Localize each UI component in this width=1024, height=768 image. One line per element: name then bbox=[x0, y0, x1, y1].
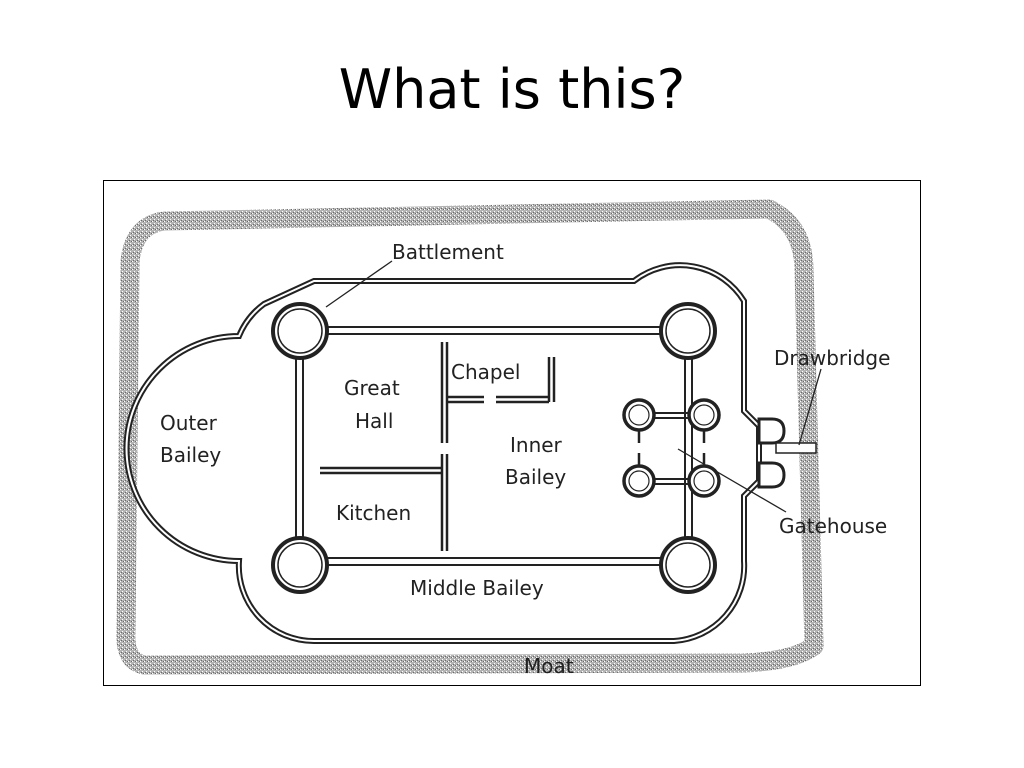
gatehouse bbox=[622, 398, 721, 498]
label-middle-bailey: Middle Bailey bbox=[410, 576, 544, 600]
castle-diagram: Battlement Chapel Great Hall Outer Baile… bbox=[103, 180, 921, 686]
slide-title: What is this? bbox=[338, 58, 686, 121]
castle-plan-svg: Battlement Chapel Great Hall Outer Baile… bbox=[116, 199, 890, 678]
label-battlement: Battlement bbox=[392, 240, 504, 264]
drawbridge-structure bbox=[757, 417, 817, 489]
label-gatehouse: Gatehouse bbox=[779, 514, 887, 538]
label-great-hall-line2: Hall bbox=[355, 409, 393, 433]
inner-curtain-wall bbox=[295, 326, 693, 566]
moat-ring bbox=[116, 199, 824, 675]
corner-towers bbox=[271, 302, 717, 594]
label-moat: Moat bbox=[524, 654, 574, 678]
label-drawbridge: Drawbridge bbox=[774, 346, 890, 370]
interior-walls bbox=[320, 342, 556, 551]
label-outer-bailey-line2: Bailey bbox=[160, 443, 221, 467]
label-inner-bailey-line1: Inner bbox=[510, 433, 563, 457]
label-leaders bbox=[325, 260, 822, 513]
label-great-hall-line1: Great bbox=[344, 376, 400, 400]
outer-curtain-wall-inner bbox=[125, 264, 760, 643]
label-outer-bailey-line1: Outer bbox=[160, 411, 218, 435]
label-chapel: Chapel bbox=[451, 360, 520, 384]
label-kitchen: Kitchen bbox=[336, 501, 411, 525]
label-inner-bailey-line2: Bailey bbox=[505, 465, 566, 489]
